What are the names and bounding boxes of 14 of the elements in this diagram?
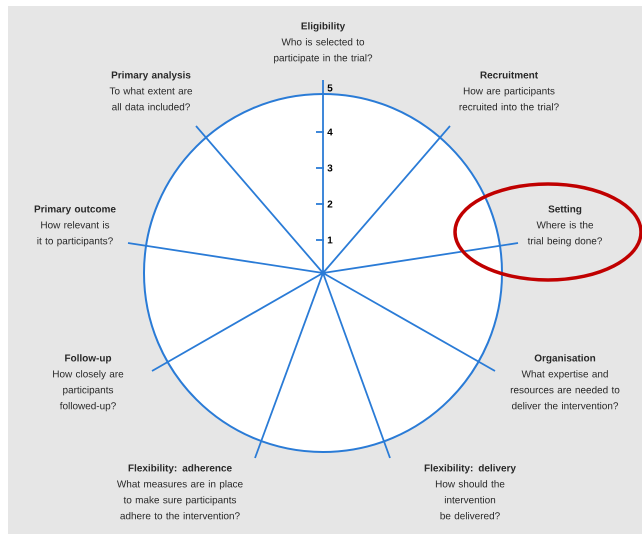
domain-label: Follow-up How closely are participants followed-up? (53, 354, 124, 412)
domain-label: Recruitment How are participants recruited into the trial? (460, 71, 559, 110)
domain-label: Eligibility Who is selected to participate in the trial? (274, 22, 372, 64)
domain-label: Setting Where is the trial being done? (528, 205, 602, 246)
scale-number: 3 (327, 164, 332, 172)
scale-number: 5 (328, 84, 332, 92)
scale-number: 2 (328, 200, 332, 208)
domain-label: Primary outcome How relevant is it to participants? (34, 205, 116, 246)
domain-label: Flexibility: adherence What measures are in place to make sure participants adhere to the intervention? (116, 464, 243, 520)
domain-label: Primary analysis To what extent are all data included? (110, 71, 192, 110)
domain-label: Organisation What expertise and resources are needed to deliver the intervention? (510, 354, 620, 410)
domain-label: Flexibility: delivery How should the intervention be delivered? (424, 464, 516, 520)
scale-number: 4 (327, 128, 333, 136)
scale-number: 1 (328, 236, 332, 244)
